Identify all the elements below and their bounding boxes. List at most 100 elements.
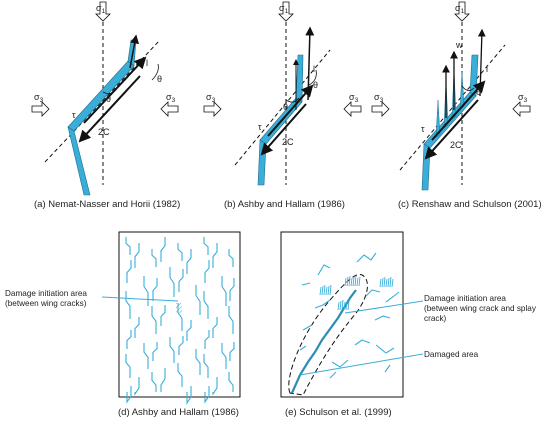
wing-crack-segment bbox=[126, 260, 132, 283]
wing-crack-segment bbox=[160, 237, 166, 262]
wing-crack-segment bbox=[152, 278, 158, 301]
short-crack-segment bbox=[375, 344, 395, 354]
wing-crack-segment bbox=[221, 276, 227, 306]
wing-crack-segment bbox=[195, 349, 201, 375]
wing-crack-segment bbox=[203, 237, 209, 255]
scattered-cracks-e bbox=[299, 252, 400, 379]
panel-a: σ1 θ θ l τ 2C σ3 σ3 (a) Nemat-Nasser and… bbox=[31, 1, 180, 210]
sigma3-right-arrow-a bbox=[160, 101, 179, 117]
wing-crack-segment bbox=[212, 317, 218, 338]
sigma3-right-arrow-b bbox=[343, 101, 362, 117]
splay-hatch bbox=[358, 276, 361, 287]
annotation-d-line2: (between wing cracks) bbox=[5, 299, 87, 308]
wing-crack-segment bbox=[126, 386, 132, 404]
twoC-label-b: 2C bbox=[282, 137, 294, 147]
splay-hatch bbox=[325, 286, 328, 296]
wing-crack-lower-c bbox=[421, 143, 431, 191]
sigma3-right-symbol-a: σ3 bbox=[166, 92, 176, 104]
wing-arrow-a bbox=[129, 34, 140, 69]
shear-arrow-lower-a bbox=[78, 75, 141, 143]
caption-c: (c) Renshaw and Schulson (2001) bbox=[398, 199, 542, 210]
short-crack-segment bbox=[299, 345, 307, 351]
splay-hatch bbox=[385, 278, 388, 288]
short-crack-segment bbox=[301, 282, 311, 286]
sigma1-symbol-b: σ1 bbox=[279, 3, 289, 15]
short-crack-segment bbox=[329, 371, 337, 379]
wing-crack-field-d bbox=[125, 237, 235, 405]
wing-crack-segment bbox=[203, 354, 209, 378]
splay-hatch bbox=[343, 301, 346, 311]
wing-crack-lower-a bbox=[67, 126, 91, 196]
sigma1-symbol-a: σ1 bbox=[96, 3, 106, 15]
wing-crack-segment bbox=[204, 260, 210, 283]
wing-length-l-c: l bbox=[486, 64, 488, 74]
wing-crack-segment bbox=[204, 386, 210, 404]
short-crack-segment bbox=[302, 324, 313, 331]
sigma1-arrow-b bbox=[278, 1, 294, 22]
theta-arc-a bbox=[102, 89, 117, 94]
wing-crack-segment bbox=[212, 377, 218, 396]
panel-d: Damage initiation area (between wing cra… bbox=[5, 231, 241, 418]
wing-crack-segment bbox=[186, 386, 192, 405]
shear-arrow-upper-b bbox=[267, 84, 314, 137]
wing-length-l-b: l bbox=[313, 64, 315, 74]
damage-initiation-area-d bbox=[176, 303, 182, 313]
splay-hatch bbox=[329, 284, 332, 296]
splay-hatch bbox=[379, 278, 382, 288]
caption-a: (a) Nemat-Nasser and Horii (1982) bbox=[34, 199, 180, 210]
wing-crack-segment bbox=[151, 249, 157, 267]
splay-hatch bbox=[350, 277, 353, 287]
wing-crack-upper-b bbox=[295, 54, 304, 103]
sigma3-left-symbol-b: σ3 bbox=[206, 92, 216, 104]
sigma1-arrow-a bbox=[95, 1, 111, 22]
wing-crack-segment bbox=[229, 342, 235, 361]
annotation-e-line1: Damage initiation area bbox=[424, 294, 506, 303]
theta-arc-c bbox=[461, 85, 475, 91]
wing-crack-segment bbox=[151, 306, 157, 334]
wing-crack-segment bbox=[134, 377, 140, 396]
specimen-box-e bbox=[280, 231, 404, 398]
short-crack-segment bbox=[354, 339, 371, 346]
caption-d: (d) Ashby and Hallam (1986) bbox=[118, 407, 239, 418]
twoC-label-a: 2C bbox=[98, 127, 110, 137]
sigma1-arrow-c bbox=[454, 1, 470, 22]
short-crack-segment bbox=[356, 252, 377, 263]
theta2-symbol-a: θ bbox=[157, 74, 162, 84]
splay-hatch bbox=[352, 276, 355, 287]
theta2-arc-b bbox=[308, 69, 317, 86]
wing-crack-segment bbox=[151, 372, 157, 392]
short-crack-segment bbox=[331, 359, 349, 368]
wing-crack-segment bbox=[228, 249, 234, 267]
sigma3-left-arrow-c bbox=[371, 101, 390, 117]
splay-arrows-c bbox=[442, 28, 486, 118]
inclined-axis-b bbox=[234, 49, 331, 166]
annotation-d-line1: Damage initiation area bbox=[5, 289, 87, 298]
shear-arrow-upper-c bbox=[431, 80, 486, 141]
leader-line-e-initiation bbox=[344, 300, 424, 314]
wing-crack-segment bbox=[160, 305, 166, 326]
splay-hatch bbox=[383, 276, 386, 288]
annotation-e-line2: (between wing crack and splay bbox=[424, 304, 537, 313]
splay-hatch bbox=[339, 300, 342, 311]
splay-hatch bbox=[356, 277, 359, 287]
splay-hatch bbox=[346, 276, 349, 287]
splay-hatch bbox=[327, 285, 330, 296]
shear-arrow-upper-a bbox=[83, 56, 147, 124]
sigma3-left-arrow-b bbox=[203, 101, 222, 117]
annotation-e-line3: crack) bbox=[424, 314, 447, 323]
wing-arrow-b bbox=[305, 26, 315, 101]
short-crack-segment bbox=[314, 299, 331, 309]
caption-b: (b) Ashby and Hallam (1986) bbox=[224, 199, 345, 210]
wing-crack-segment bbox=[228, 372, 234, 392]
panel-c: σ1 w θ l τ 2C σ3 σ3 (c) Renshaw and Schu… bbox=[371, 1, 542, 210]
wing-crack-segment bbox=[178, 269, 184, 292]
splay-hatch bbox=[323, 284, 326, 296]
theta2-symbol-b: θ bbox=[313, 80, 318, 90]
wing-crack-segment bbox=[212, 243, 218, 268]
splay-hatch bbox=[347, 299, 350, 311]
wing-crack-segment bbox=[125, 354, 131, 378]
tau-symbol-b: τ bbox=[258, 122, 262, 132]
short-crack-segment bbox=[374, 315, 391, 321]
wing-crack-segment bbox=[228, 306, 234, 334]
short-crack-segment bbox=[384, 364, 391, 373]
